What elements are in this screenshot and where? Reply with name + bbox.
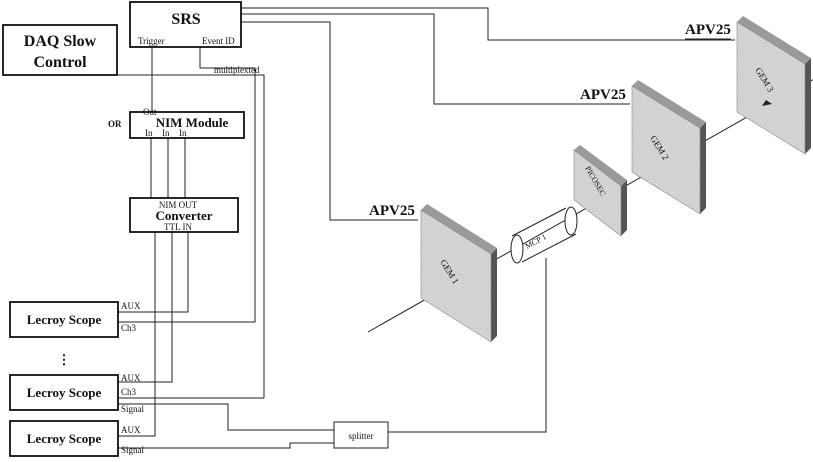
gem-1-detector: GEM 1 xyxy=(420,204,497,343)
wire-splitter-mcp xyxy=(388,258,547,433)
picosec-detector: PICOSEC xyxy=(573,145,627,237)
wire-conv-scope2-aux xyxy=(118,232,173,383)
nim-in-2: In xyxy=(162,128,170,138)
srs-box: SRS Trigger Event ID xyxy=(129,1,242,48)
wire-conv-scope3-aux xyxy=(118,232,156,437)
wire-srs-apv25-2 xyxy=(241,13,630,105)
converter-bottom-label: TTL IN xyxy=(164,222,192,232)
lecroy-scope-2: Lecroy Scope AUX Ch3 Signal xyxy=(9,373,145,414)
beam-arrow-icon xyxy=(762,100,772,106)
wire-srs-apv25-1 xyxy=(241,21,418,221)
daq-line2: Control xyxy=(33,54,87,71)
apv25-label-1: APV25 xyxy=(369,203,415,219)
scope-2-aux: AUX xyxy=(121,373,141,383)
apv25-labels: APV25 APV25 APV25 xyxy=(369,22,731,221)
daq-slow-control-box: DAQ Slow Control xyxy=(2,24,118,76)
wire-srs-apv25-3 xyxy=(241,7,735,41)
multiplexted-label: multiplexted xyxy=(214,65,260,75)
converter-top-label: NIM OUT xyxy=(159,200,198,210)
converter-title: Converter xyxy=(155,208,212,223)
scope-ellipsis: ⋮ xyxy=(58,352,71,367)
scope-2-label: Lecroy Scope xyxy=(27,385,102,400)
scope-3-label: Lecroy Scope xyxy=(27,431,102,446)
splitter-label: splitter xyxy=(349,431,374,441)
nim-out-label: Out xyxy=(143,107,157,117)
scope-1-aux: AUX xyxy=(121,301,141,311)
apv25-label-2: APV25 xyxy=(580,87,626,103)
gem-3-detector: GEM 3 xyxy=(736,16,811,155)
nim-in-3: In xyxy=(179,128,187,138)
scope-2-signal: Signal xyxy=(121,404,145,414)
scope-2-ch3: Ch3 xyxy=(121,387,137,397)
converter-box: NIM OUT Converter TTL IN xyxy=(129,197,239,233)
daq-line1: DAQ Slow xyxy=(24,33,97,50)
mcp-1-detector: MCP 1 xyxy=(510,206,578,264)
lecroy-scope-1: Lecroy Scope AUX Ch3 xyxy=(9,301,141,338)
nim-module-box: Out NIM Module In In In xyxy=(129,107,245,139)
gem-2-detector: GEM 2 xyxy=(631,80,706,215)
nim-title: NIM Module xyxy=(156,115,229,130)
wire-conv-scope1-aux xyxy=(118,232,189,313)
nim-in-1: In xyxy=(145,128,153,138)
srs-trigger-label: Trigger xyxy=(138,36,165,46)
wire-scope2-signal xyxy=(118,403,334,431)
connection-wires xyxy=(116,7,735,449)
srs-event-id-label: Event ID xyxy=(202,36,235,46)
splitter-box: splitter xyxy=(333,421,389,449)
scope-3-signal: Signal xyxy=(121,445,145,455)
wire-scope3-signal xyxy=(118,442,334,449)
mcp-1-label: MCP 1 xyxy=(524,232,548,251)
scope-1-ch3: Ch3 xyxy=(121,323,137,333)
or-label: OR xyxy=(108,119,122,129)
wire-srs-scope1-ch3 xyxy=(118,47,256,323)
scope-1-label: Lecroy Scope xyxy=(27,312,102,327)
srs-title: SRS xyxy=(171,11,200,28)
scope-3-aux: AUX xyxy=(121,425,141,435)
apv25-label-3: APV25 xyxy=(685,22,731,38)
lecroy-scope-3: Lecroy Scope AUX Signal xyxy=(9,420,145,457)
